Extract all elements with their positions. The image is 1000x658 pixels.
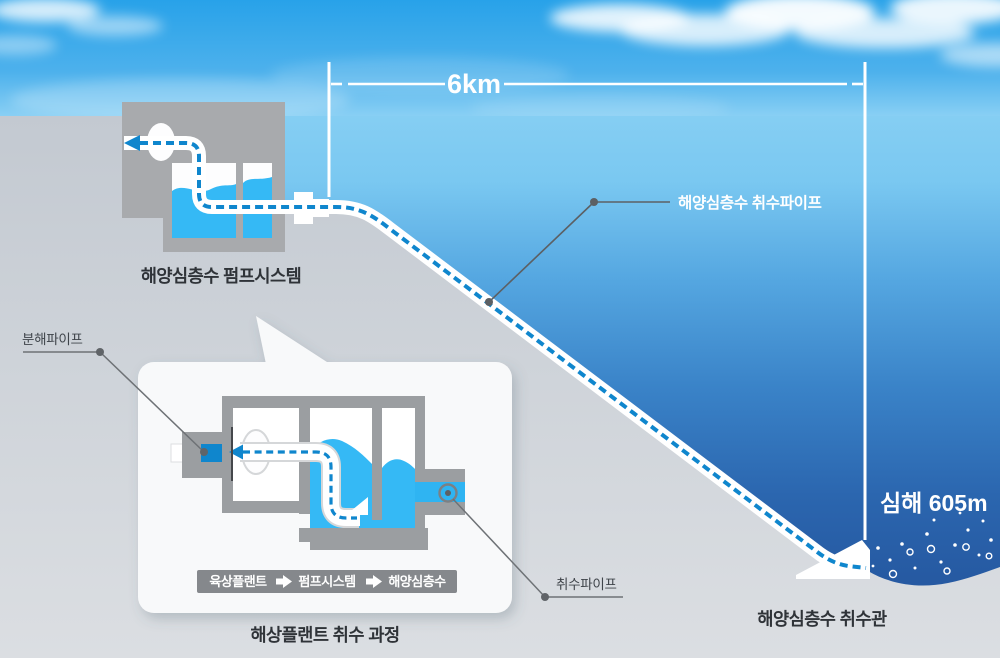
right-tank-water (382, 459, 415, 528)
discharge-pipe-label: 분해파이프 (22, 332, 83, 347)
flow-arrow-icon (229, 444, 243, 460)
plant-tube-dashes (243, 450, 357, 520)
bubbles (871, 511, 993, 579)
flow-step-3: 해양심층수 (388, 574, 446, 589)
discharge-pipe-leader (23, 351, 205, 453)
sky (0, 0, 1000, 122)
callout-intake-leader (452, 498, 623, 598)
flow-step-2: 펌프시스템 (298, 574, 355, 589)
leader-dot (96, 348, 104, 356)
flow-wedge (346, 497, 368, 515)
flow-arrow-icon (366, 575, 382, 588)
leader-dot (200, 448, 208, 456)
flow-arrow-icon (276, 575, 292, 588)
tank-gap-flow (372, 520, 382, 528)
building-pipe-dashes (140, 141, 290, 209)
distance-measurement (327, 62, 867, 540)
intake-point-dot (445, 490, 451, 496)
plant-diagram (170, 396, 465, 550)
callout-box: 육상플랜트 펌프시스템 해양심층수 (138, 316, 512, 613)
pump-system-building (122, 102, 290, 252)
pump-system-label: 해양심층수 펌프시스템 (141, 266, 301, 286)
intake-pipe-leader (488, 201, 670, 303)
intake-head-label: 해양심층수 취수관 (757, 609, 887, 629)
leader-dot (485, 298, 493, 306)
callout-intake-pipe-label: 취수파이프 (556, 577, 617, 592)
flow-badge (197, 570, 457, 593)
flow-step-1: 육상플랜트 (209, 574, 267, 589)
callout-pointer (256, 316, 330, 364)
clouds (0, 0, 1000, 122)
flow-arrow-icon (124, 135, 140, 151)
leader-dot (590, 198, 598, 206)
intake-pipe-label: 해양심층수 취수파이프 (678, 194, 822, 212)
leader-dot (541, 593, 549, 601)
callout-title: 해상플랜트 취수 과정 (250, 625, 399, 645)
distance-label: 6km (447, 69, 501, 99)
depth-label: 심해 605m (880, 490, 988, 516)
